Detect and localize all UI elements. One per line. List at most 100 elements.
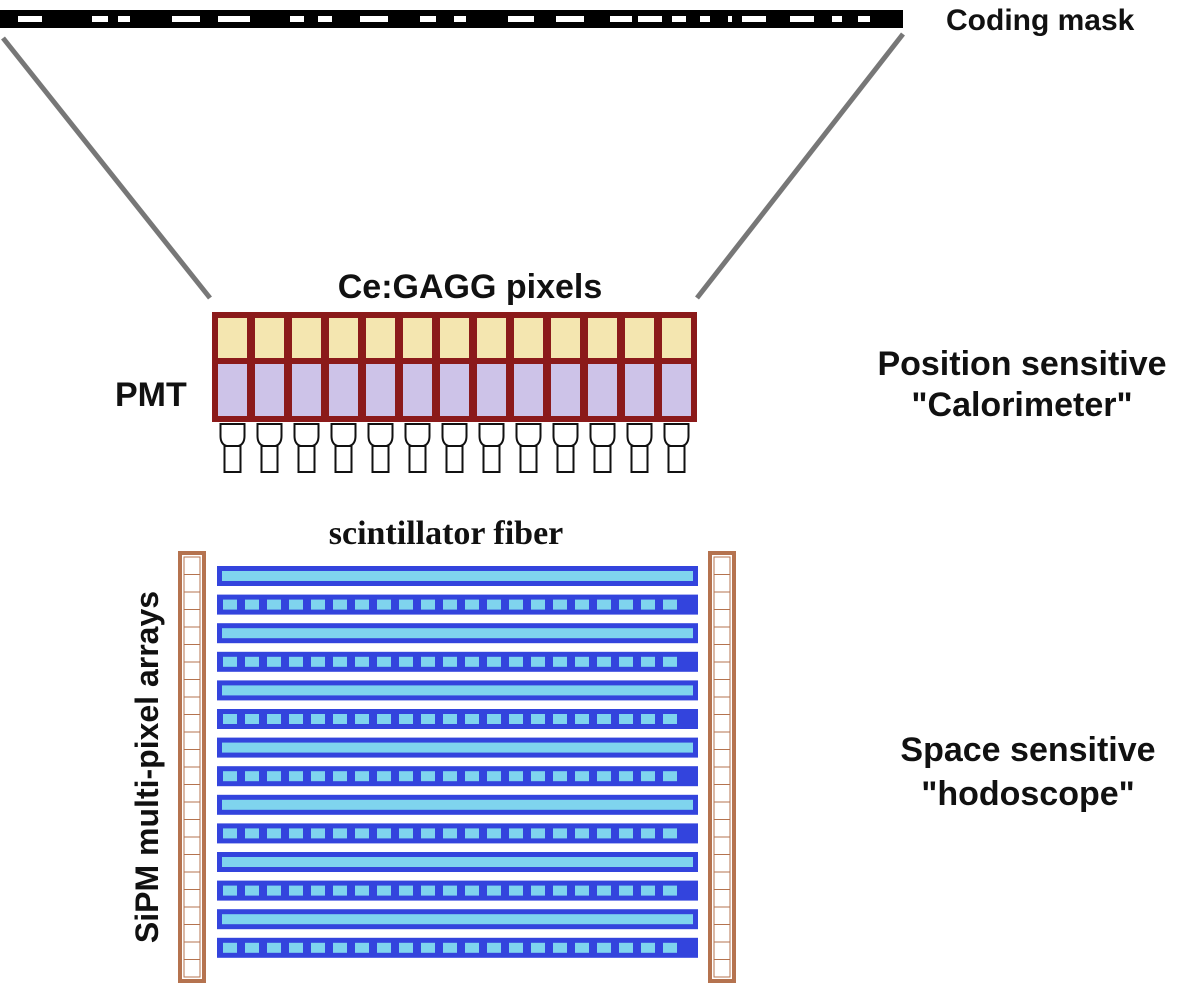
fiber-segment: [597, 599, 611, 610]
sipm-cell: [713, 661, 731, 680]
fiber-segment: [289, 599, 303, 610]
fiber-segment: [465, 656, 479, 667]
fiber-segment: [311, 828, 325, 839]
sipm-cell: [183, 749, 201, 768]
sipm-cell: [713, 924, 731, 943]
fiber-segment: [377, 885, 391, 896]
fiber-segment: [443, 828, 457, 839]
mask-opening: [92, 16, 108, 22]
mask-opening: [790, 16, 814, 22]
fiber-segment: [619, 828, 633, 839]
mask-opening: [610, 16, 632, 22]
sipm-cell: [183, 801, 201, 820]
sipm-cell: [183, 836, 201, 855]
mask-opening: [556, 16, 584, 22]
fiber-segment: [355, 599, 369, 610]
crystal-pixel: [288, 314, 325, 362]
fiber-segment: [487, 714, 501, 724]
pmt-pin: [334, 445, 353, 473]
sipm-cell: [183, 644, 201, 663]
fiber-segment: [575, 714, 589, 724]
fiber-segment: [641, 771, 655, 782]
fiber-segment: [223, 656, 237, 667]
sipm-cell: [713, 959, 731, 978]
fiber-segment: [333, 885, 347, 896]
sipm-cell: [713, 889, 731, 908]
mask-opening: [508, 16, 534, 22]
fiber-segment: [641, 599, 655, 610]
fiber-segment: [531, 885, 545, 896]
sipm-cell: [713, 906, 731, 925]
fiber-segment: [575, 885, 589, 896]
fiber-segment: [355, 885, 369, 896]
fiber-segment: [245, 714, 259, 724]
crystal-pixel: [510, 314, 547, 362]
pmt-base: [441, 423, 468, 447]
fiber-segment: [223, 885, 237, 896]
fiber-segment: [465, 771, 479, 782]
pmt-base: [552, 423, 579, 447]
fiber-segment: [597, 714, 611, 724]
pmt-tube: [399, 360, 436, 420]
fiber-segment: [311, 599, 325, 610]
sipm-cell: [713, 854, 731, 873]
crystal-pixel: [584, 314, 621, 362]
coding-mask: [0, 10, 903, 28]
fiber-segment: [333, 714, 347, 724]
fiber-segment: [619, 942, 633, 953]
fiber-core: [222, 799, 693, 810]
pmt-pin: [630, 445, 649, 473]
pmt-base: [256, 423, 283, 447]
fiber-segment: [267, 885, 281, 896]
fiber-segment: [619, 656, 633, 667]
fiber-segment: [575, 599, 589, 610]
sipm-array-right: [708, 551, 736, 983]
pmt-tube: [510, 360, 547, 420]
fiber-segment: [245, 885, 259, 896]
fiber-segment: [355, 714, 369, 724]
pmt-tube: [325, 360, 362, 420]
sipm-cell: [183, 889, 201, 908]
mask-opening: [290, 16, 304, 22]
fiber-core: [222, 628, 693, 639]
sipm-cell: [183, 854, 201, 873]
fiber-segment: [619, 714, 633, 724]
pmt-pin: [260, 445, 279, 473]
crystal-pixel: [362, 314, 399, 362]
sipm-cell: [713, 731, 731, 750]
fiber-segment: [223, 771, 237, 782]
fiber-segment: [597, 942, 611, 953]
fiber-segment: [553, 656, 567, 667]
fiber-segment: [487, 599, 501, 610]
fiber-segment: [311, 714, 325, 724]
fiber-segment: [289, 885, 303, 896]
mask-opening: [832, 16, 842, 22]
fiber-segment: [663, 771, 677, 782]
pmt-pin: [556, 445, 575, 473]
pmt-tube: [436, 360, 473, 420]
sipm-cell: [183, 626, 201, 645]
fiber-segment: [421, 885, 435, 896]
pmt-base: [330, 423, 357, 447]
fiber-segment: [619, 885, 633, 896]
fiber-segment: [333, 599, 347, 610]
fiber-segment: [553, 599, 567, 610]
pmt-pin: [593, 445, 612, 473]
fiber-segment: [355, 828, 369, 839]
fiber-segment: [311, 656, 325, 667]
pmt-pin: [519, 445, 538, 473]
coding-mask-label: Coding mask: [946, 4, 1135, 37]
fiber-segment: [311, 942, 325, 953]
fiber-segment: [223, 828, 237, 839]
pmt-pin: [371, 445, 390, 473]
fiber-segment: [465, 599, 479, 610]
crystal-pixel: [621, 314, 658, 362]
fiber-segment: [289, 656, 303, 667]
fiber-segment: [663, 942, 677, 953]
fiber-segment: [619, 771, 633, 782]
mask-opening: [18, 16, 42, 22]
fiber-segment: [333, 771, 347, 782]
fiber-segment: [465, 714, 479, 724]
pmt-base: [515, 423, 542, 447]
fiber-segment: [289, 942, 303, 953]
